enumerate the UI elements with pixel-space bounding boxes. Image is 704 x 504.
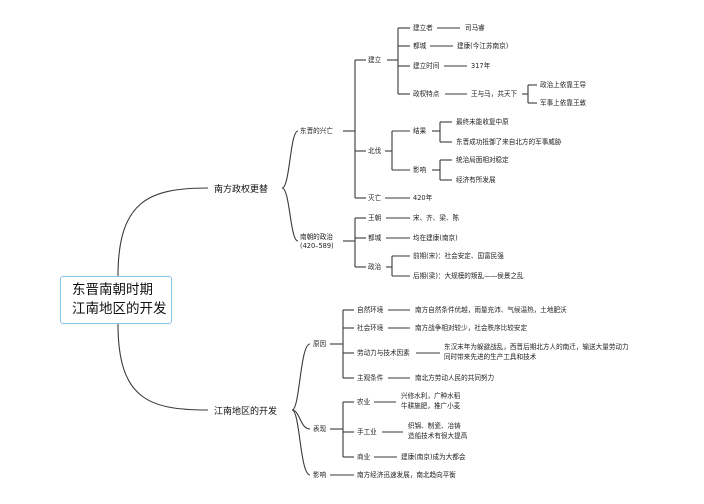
value-handicraft-1[interactable]: 织锦、制瓷、冶铸 (408, 422, 461, 430)
label-founder[interactable]: 建立者 (413, 24, 433, 32)
root-topic[interactable]: 东晋南朝时期 江南地区的开发 (60, 276, 172, 324)
value-social-env[interactable]: 南方战争相对较少，社会秩序比较安定 (415, 324, 528, 332)
value-subjective[interactable]: 南北方劳动人民的共同努力 (415, 374, 495, 382)
root-title-line2: 江南地区的开发 (72, 301, 167, 317)
value-founder[interactable]: 司马睿 (465, 24, 485, 32)
label-handicraft[interactable]: 手工业 (357, 428, 377, 436)
value-labor-tech-2[interactable]: 同时带来先进的生产工具和技术 (444, 353, 537, 361)
value-miewang[interactable]: 420年 (413, 194, 433, 202)
topic-beifa[interactable]: 北伐 (368, 147, 382, 155)
topic-manifestations[interactable]: 表现 (313, 425, 327, 433)
value-agriculture-1[interactable]: 兴修水利，广种水稻 (401, 392, 461, 400)
value-labor-tech-1[interactable]: 东汉末年为躲避战乱，西晋后期北方人的南迁，输送大量劳动力 (444, 343, 629, 351)
label-dynasties[interactable]: 王朝 (368, 214, 382, 222)
topic-nanchao-line2[interactable]: (420–589) (300, 242, 334, 250)
value-natural-env[interactable]: 南方自然条件优越，雨量充沛、气候温热，土地肥沃 (415, 306, 567, 314)
value-agriculture-2[interactable]: 牛耕施肥，推广小麦 (401, 402, 461, 410)
topic-jianli[interactable]: 建立 (368, 56, 382, 64)
value-dynasties[interactable]: 宋、齐、梁、陈 (413, 214, 460, 222)
topic-impact[interactable]: 影响 (313, 471, 327, 479)
value-political-reliance[interactable]: 政治上依靠王导 (540, 81, 587, 89)
topic-miewang[interactable]: 灭亡 (368, 194, 382, 202)
label-nanchao-politics[interactable]: 政治 (368, 263, 382, 271)
value-impact[interactable]: 南方经济迅速发展，南北趋向平衡 (357, 471, 456, 479)
label-commerce[interactable]: 商业 (357, 453, 371, 461)
value-politics-early[interactable]: 前期(宋)：社会安定、国富民强 (413, 252, 504, 260)
label-beifa-result[interactable]: 结果 (413, 127, 427, 135)
value-beifa-result-2[interactable]: 东晋成功抵御了来自北方的军事威胁 (456, 138, 562, 146)
topic-jiangnan-development[interactable]: 江南地区的开发 (208, 403, 284, 421)
label-founding-time[interactable]: 建立时间 (413, 62, 440, 70)
value-beifa-impact-1[interactable]: 统治局面相对稳定 (456, 156, 509, 164)
topic-dongjin[interactable]: 东晋的兴亡 (300, 127, 333, 135)
value-beifa-impact-2[interactable]: 经济有所发展 (456, 176, 496, 184)
value-capital[interactable]: 建康(今江苏南京) (457, 42, 509, 50)
topic-southern-regimes[interactable]: 南方政权更替 (208, 181, 275, 199)
value-politics-late[interactable]: 后期(梁)：大规模的叛乱——侯景之乱 (413, 272, 524, 280)
topic-causes[interactable]: 原因 (313, 340, 327, 348)
label-labor-tech[interactable]: 劳动力与技术因素 (357, 349, 410, 357)
label-social-env[interactable]: 社会环境 (357, 324, 384, 332)
label-regime-feature[interactable]: 政权特点 (413, 90, 440, 98)
label-capital[interactable]: 都城 (413, 42, 427, 50)
value-handicraft-2[interactable]: 造船技术有很大提高 (408, 432, 468, 440)
label-natural-env[interactable]: 自然环境 (357, 306, 384, 314)
label-subjective[interactable]: 主观条件 (357, 374, 384, 382)
root-title-line1: 东晋南朝时期 (72, 282, 153, 298)
value-military-reliance[interactable]: 军事上依靠王敦 (540, 99, 587, 107)
label-nanchao-capital[interactable]: 都城 (368, 234, 382, 242)
value-regime-feature[interactable]: 王与马，共天下 (471, 90, 518, 98)
value-commerce[interactable]: 建康(南京)成为大都会 (401, 453, 466, 461)
value-founding-time[interactable]: 317年 (471, 62, 491, 70)
topic-nanchao-line1[interactable]: 南朝的政治 (300, 233, 333, 241)
value-beifa-result-1[interactable]: 最终未能收复中原 (456, 118, 509, 126)
label-agriculture[interactable]: 农业 (357, 398, 371, 406)
label-beifa-impact[interactable]: 影响 (413, 166, 427, 174)
value-nanchao-capital[interactable]: 均在建康(南京) (413, 234, 458, 242)
